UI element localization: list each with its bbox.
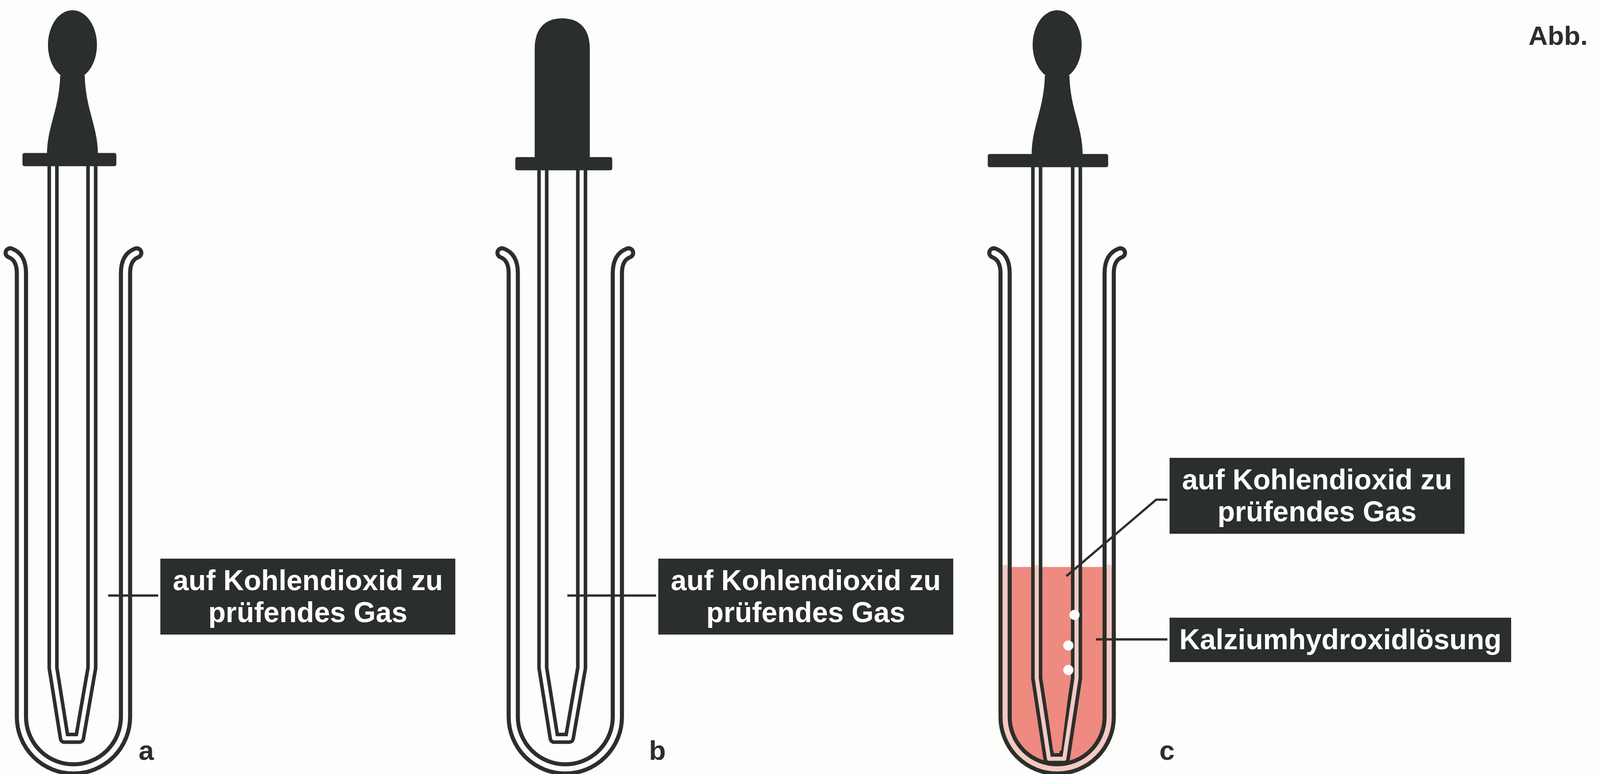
label-box: auf Kohlendioxid zu prüfendes Gas bbox=[658, 558, 954, 635]
label-box: auf Kohlendioxid zu prüfendes Gas bbox=[160, 558, 456, 635]
label-text: Kalziumhydroxidlösung bbox=[1179, 624, 1502, 657]
label-box: auf Kohlendioxid zu prüfendes Gas bbox=[1169, 457, 1465, 534]
dropper-pipette bbox=[52, 165, 1077, 760]
label-box: Kalziumhydroxidlösung bbox=[1169, 617, 1512, 663]
figure-letter: c bbox=[1159, 736, 1175, 765]
label-text: auf Kohlendioxid zu prüfendes Gas bbox=[1179, 464, 1455, 528]
figure-number: Abb. bbox=[1528, 22, 1588, 50]
gas-bubbles bbox=[1063, 609, 1080, 676]
figure-letter: b bbox=[648, 736, 666, 765]
test-tube-glass bbox=[10, 253, 629, 770]
label-text: auf Kohlendioxid zu prüfendes Gas bbox=[668, 565, 944, 629]
test-tube-walls bbox=[10, 253, 1121, 770]
test-tube-glass bbox=[993, 253, 1121, 568]
rubber-bulb bbox=[22, 10, 1109, 171]
lime-water-in-pipette bbox=[1042, 571, 1071, 751]
label-text: auf Kohlendioxid zu prüfendes Gas bbox=[170, 565, 446, 629]
leader-line bbox=[108, 499, 1168, 640]
dropper-glass-wet bbox=[1036, 567, 1077, 760]
test-tube-glass-wet bbox=[1005, 567, 1110, 770]
figure-letter: a bbox=[138, 736, 154, 765]
dropper-glass bbox=[52, 165, 1077, 739]
lime-water bbox=[1005, 567, 1110, 770]
